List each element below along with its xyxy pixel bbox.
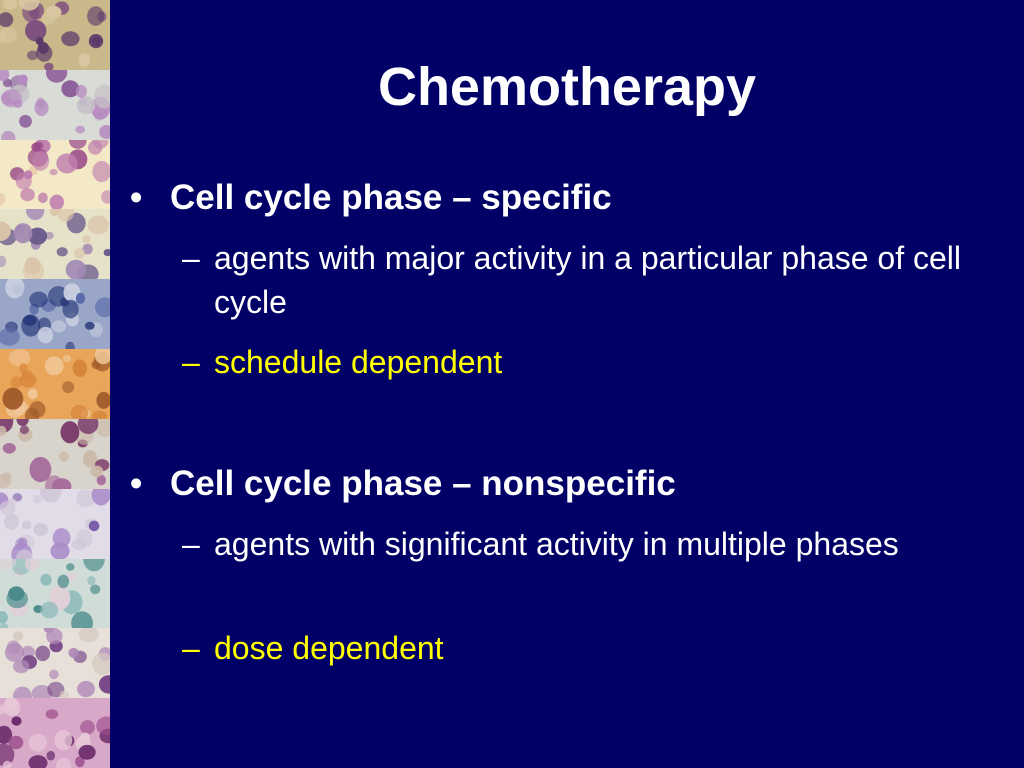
subitem-marker: – xyxy=(182,526,200,562)
subitem-text: agents with significant activity in mult… xyxy=(214,526,899,562)
micrograph-tile xyxy=(0,488,110,559)
micrograph-tile xyxy=(0,209,110,280)
micrograph-tile xyxy=(0,698,110,768)
micrograph-tile xyxy=(0,279,110,350)
micrograph-tile xyxy=(0,558,110,629)
micrograph-strip xyxy=(0,0,110,768)
micrograph-tile xyxy=(0,139,110,210)
micrograph-tile xyxy=(0,418,110,489)
subitem-marker: – xyxy=(182,630,200,666)
subitem-marker: – xyxy=(182,240,200,276)
micrograph-tile xyxy=(0,69,110,140)
subitem-text: agents with major activity in a particul… xyxy=(214,240,962,320)
subitem-text: schedule dependent xyxy=(214,344,503,380)
micrograph-tile xyxy=(0,0,110,70)
bullet-text: Cell cycle phase – nonspecific xyxy=(170,464,676,503)
bullet-text: Cell cycle phase – specific xyxy=(170,178,612,217)
bullet-marker: • xyxy=(130,464,143,503)
subitem-marker: – xyxy=(182,344,200,380)
bullet-marker: • xyxy=(130,178,143,217)
subitem-text: dose dependent xyxy=(214,630,444,666)
micrograph-tile xyxy=(0,349,110,419)
slide-title: Chemotherapy xyxy=(377,57,757,117)
micrograph-tile xyxy=(0,628,110,699)
